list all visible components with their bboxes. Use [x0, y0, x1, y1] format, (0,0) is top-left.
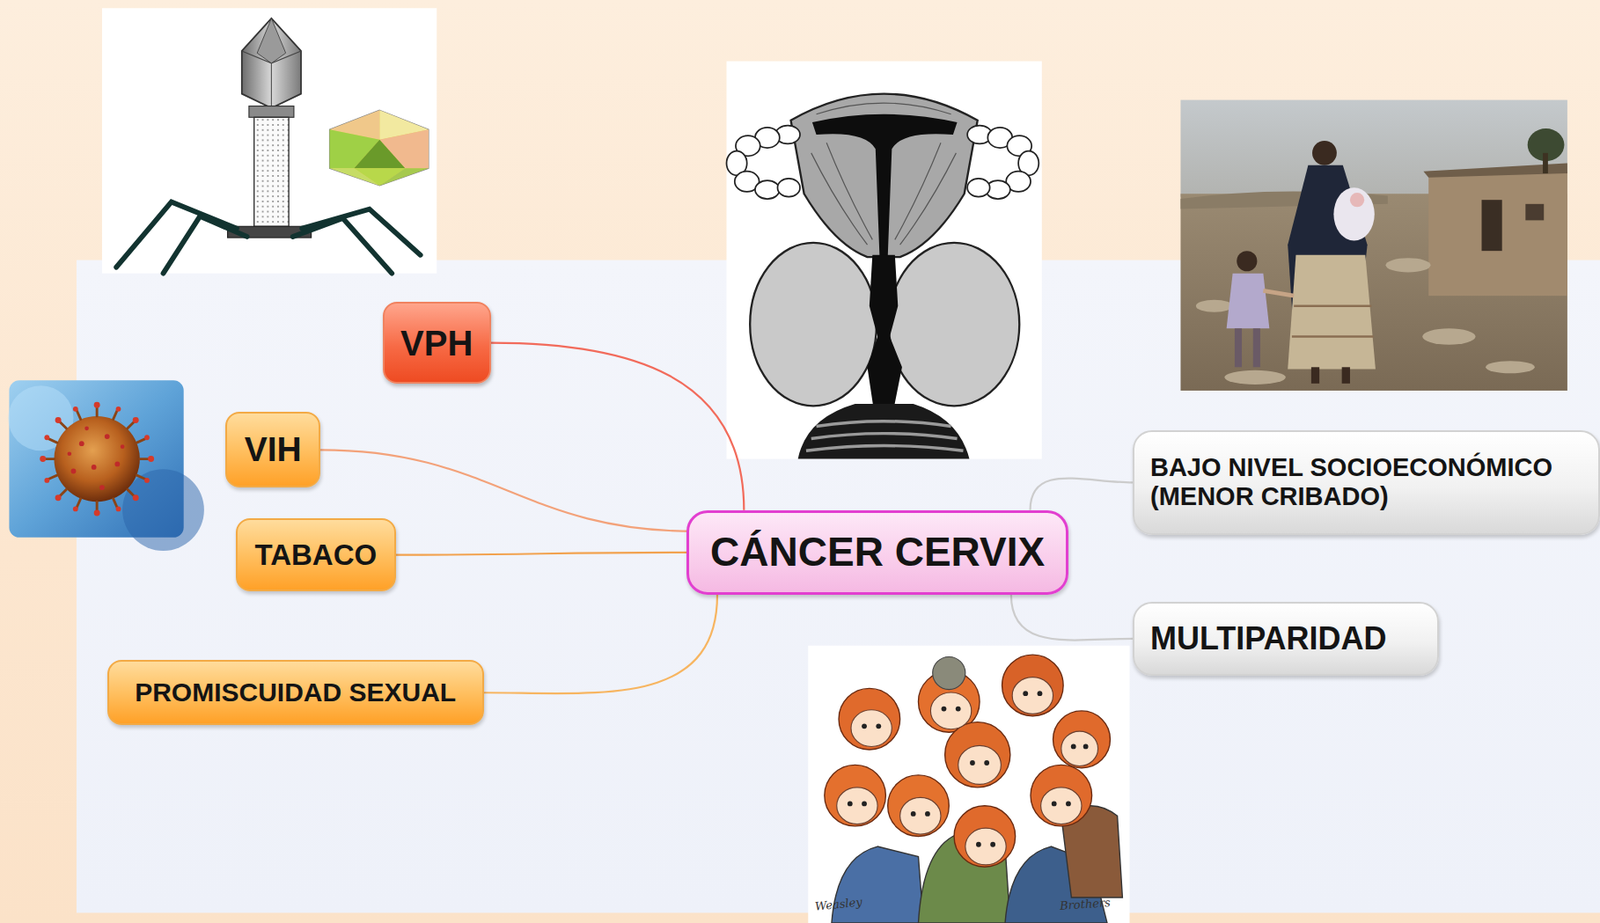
box-text: BAJO NIVEL SOCIOECONÓMICO (MENOR CRIBADO… [1150, 453, 1599, 513]
box-text: TABACO [254, 538, 377, 573]
branch-line [491, 343, 745, 511]
family-photo [1180, 100, 1567, 391]
risk-factor-box: PROMISCUIDAD SEXUAL [107, 660, 485, 726]
branch-line [396, 552, 687, 556]
box-text: VPH [400, 322, 473, 364]
branch-line [484, 594, 718, 694]
children-cartoon [807, 645, 1130, 923]
virus-picture [7, 380, 205, 551]
risk-factor-box: TABACO [235, 518, 397, 592]
box-text: MULTIPARIDAD [1150, 620, 1388, 657]
risk-factor-box: MULTIPARIDAD [1132, 601, 1439, 676]
uterus-drawing [726, 61, 1043, 460]
risk-factor-box: VIH [225, 411, 321, 488]
risk-factor-box: VPH [382, 301, 492, 384]
box-text: VIH [244, 430, 302, 470]
box-text: PROMISCUIDAD SEXUAL [134, 677, 456, 709]
branch-line [1011, 594, 1133, 641]
box-text: CÁNCER CERVIX [710, 528, 1045, 576]
central-topic-box: CÁNCER CERVIX [686, 510, 1069, 595]
risk-factor-box: BAJO NIVEL SOCIOECONÓMICO (MENOR CRIBADO… [1132, 430, 1600, 535]
branch-line [1030, 478, 1133, 511]
bacteriophage-picture [102, 7, 437, 273]
